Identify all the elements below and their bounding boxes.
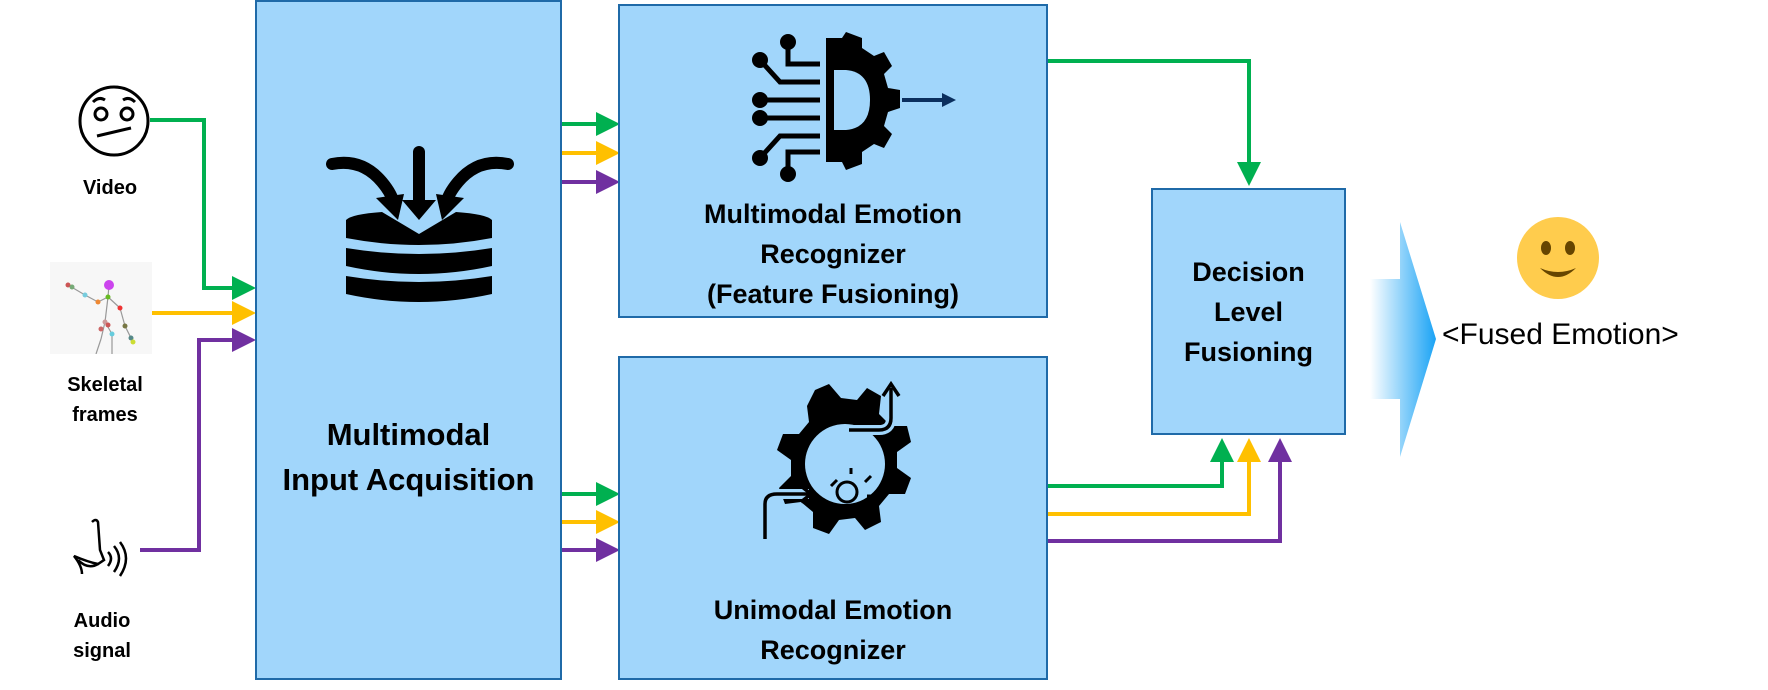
decision-fusion-title: Decision Level Fusioning — [1184, 257, 1313, 367]
multimodal-recognizer-title: Multimodal Emotion Recognizer (Feature F… — [704, 199, 962, 309]
database-intake-icon — [326, 146, 514, 302]
fused-emotion-label: <Fused Emotion> — [1442, 318, 1679, 351]
skeleton-label: Skeletal frames — [45, 370, 165, 430]
ai-gear-icon — [752, 32, 956, 182]
uni-to-decision-audio-arrow — [1048, 438, 1292, 543]
video-to-acquisition-arrow — [150, 118, 256, 300]
uni-to-decision-skeleton-arrow — [1048, 438, 1261, 516]
worried-face-icon — [78, 85, 150, 157]
skeleton-icon — [50, 262, 152, 354]
mm-to-decision-arrow — [1048, 59, 1261, 186]
label-line: signal — [73, 640, 131, 662]
unimodal-recognizer-title: Unimodal Emotion Recognizer — [713, 595, 953, 665]
uni-to-decision-video-arrow — [1048, 438, 1234, 488]
process-gear-icon — [760, 380, 911, 539]
label-line: Audio — [73, 610, 131, 632]
audio-to-acquisition-arrow — [140, 328, 256, 552]
acquisition-block: Multimodal Input Acquisition — [255, 0, 562, 680]
output-arrow — [1370, 222, 1436, 457]
multimodal-recognizer-block: Multimodal Emotion Recognizer (Feature F… — [618, 4, 1048, 318]
smiling-face-icon — [1517, 217, 1599, 299]
decision-fusion-block: Decision Level Fusioning — [1151, 188, 1346, 435]
acquisition-title: Multimodal Input Acquisition — [282, 417, 535, 497]
video-label: Video — [82, 177, 138, 199]
label-line: frames — [72, 404, 138, 426]
label-line: Skeletal — [67, 374, 143, 396]
unimodal-recognizer-block: Unimodal Emotion Recognizer — [618, 356, 1048, 680]
speaking-head-icon — [73, 518, 128, 577]
audio-label: Audio signal — [42, 606, 162, 666]
